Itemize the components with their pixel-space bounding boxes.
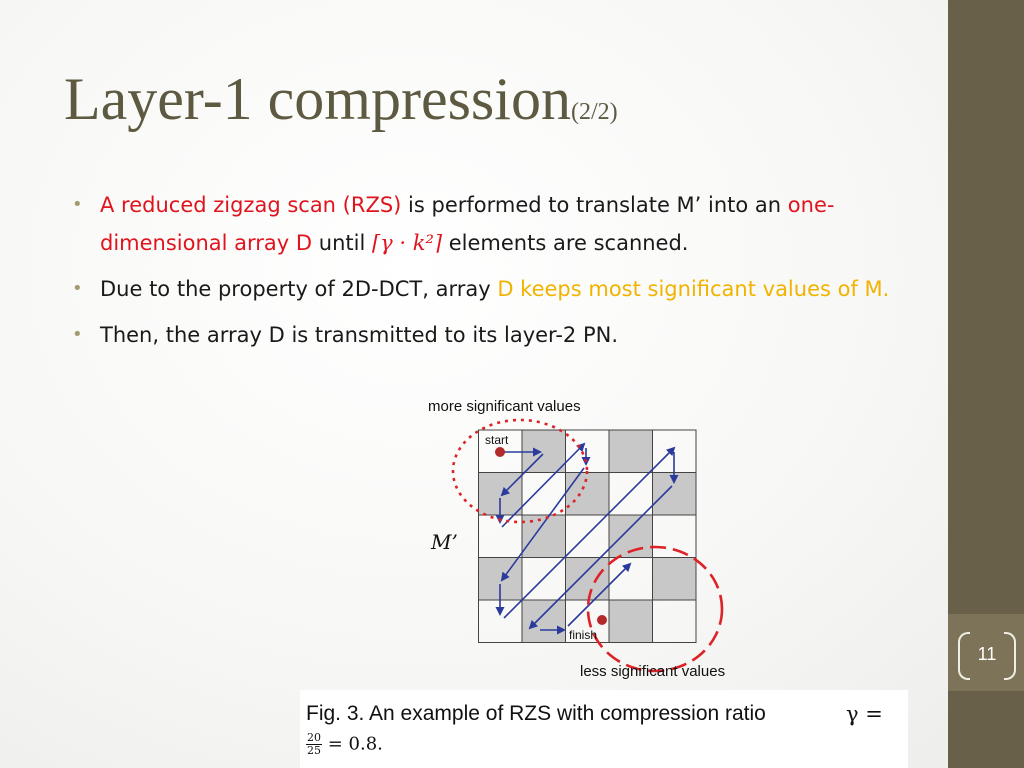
bullet-item-rzs: • A reduced zigzag scan (RZS) is perform… (72, 186, 932, 262)
slide-title-suffix: (2/2) (570, 99, 618, 125)
slide-title-main: Layer-1 compression (64, 66, 571, 132)
bullet-item-transmit: • Then, the array D is transmitted to it… (72, 316, 932, 354)
matrix-grid (478, 429, 697, 643)
bullet-text: Due to the property of 2D-DCT, array (100, 277, 498, 301)
left-bracket-icon (958, 632, 970, 680)
figure-caption: Fig. 3. An example of RZS with compressi… (306, 702, 766, 725)
page-number-box: 11 (958, 632, 1016, 680)
slide-title: Layer-1 compression(2/2) (64, 64, 618, 147)
start-label: start (485, 433, 509, 447)
bullet-item-dct: • Due to the property of 2D-DCT, array D… (72, 270, 932, 308)
page-number: 11 (977, 644, 997, 664)
start-marker (495, 447, 505, 457)
bottom-label: less significant values (580, 663, 725, 680)
caption-panel (300, 690, 908, 768)
rzs-figure: more significant values (428, 398, 725, 680)
significance-circles (451, 418, 724, 673)
bullet-dot-icon: • (72, 194, 83, 215)
top-label: more significant values (428, 398, 581, 415)
bullet-text: is performed to translate M’ into an (401, 193, 788, 217)
fraction-denominator: 25 (307, 744, 321, 757)
bullet-highlight: A reduced zigzag scan (RZS) (100, 193, 402, 217)
caption-gamma: γ = (846, 702, 883, 726)
fraction-numerator: 20 (306, 731, 322, 745)
bullet-dot-icon: • (72, 324, 83, 345)
bullet-math-expression: ⌈γ · k²⌉ (371, 231, 443, 255)
bullet-list: • A reduced zigzag scan (RZS) is perform… (72, 186, 932, 362)
bullet-text: until (312, 231, 372, 255)
caption-tail: = 0.8. (327, 733, 383, 755)
bullet-highlight: one-dimensional array D (100, 193, 835, 255)
zigzag-path (495, 442, 679, 635)
right-bracket-icon (1004, 632, 1016, 680)
finish-label: finish (569, 628, 597, 642)
finish-marker (597, 615, 607, 625)
bullet-text: elements are scanned. (442, 231, 689, 255)
bullet-text: Then, the array D is transmitted to its … (100, 323, 619, 347)
matrix-label: M’ (430, 530, 458, 554)
bullet-highlight: D keeps most significant values of M. (497, 277, 890, 301)
bullet-dot-icon: • (72, 278, 83, 299)
